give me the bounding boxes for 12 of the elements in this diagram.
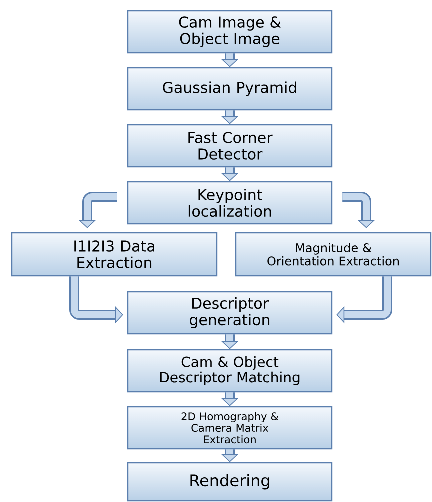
process-box: Fast Corner Detector [127, 124, 333, 168]
block-arrow [336, 276, 392, 324]
process-box: Descriptor generation [127, 291, 333, 335]
process-box: Rendering [127, 462, 333, 502]
process-box: Keypoint localization [127, 181, 333, 225]
process-box: Magnitude & Orientation Extraction [235, 232, 432, 277]
process-box: Cam Image & Object Image [127, 10, 333, 54]
process-box: 2D Homography & Camera Matrix Extraction [127, 406, 333, 450]
block-arrow [342, 192, 376, 228]
process-box: Gaussian Pyramid [127, 67, 333, 111]
process-box: I1I2I3 Data Extraction [11, 232, 218, 277]
process-box: Cam & Object Descriptor Matching [127, 349, 333, 393]
